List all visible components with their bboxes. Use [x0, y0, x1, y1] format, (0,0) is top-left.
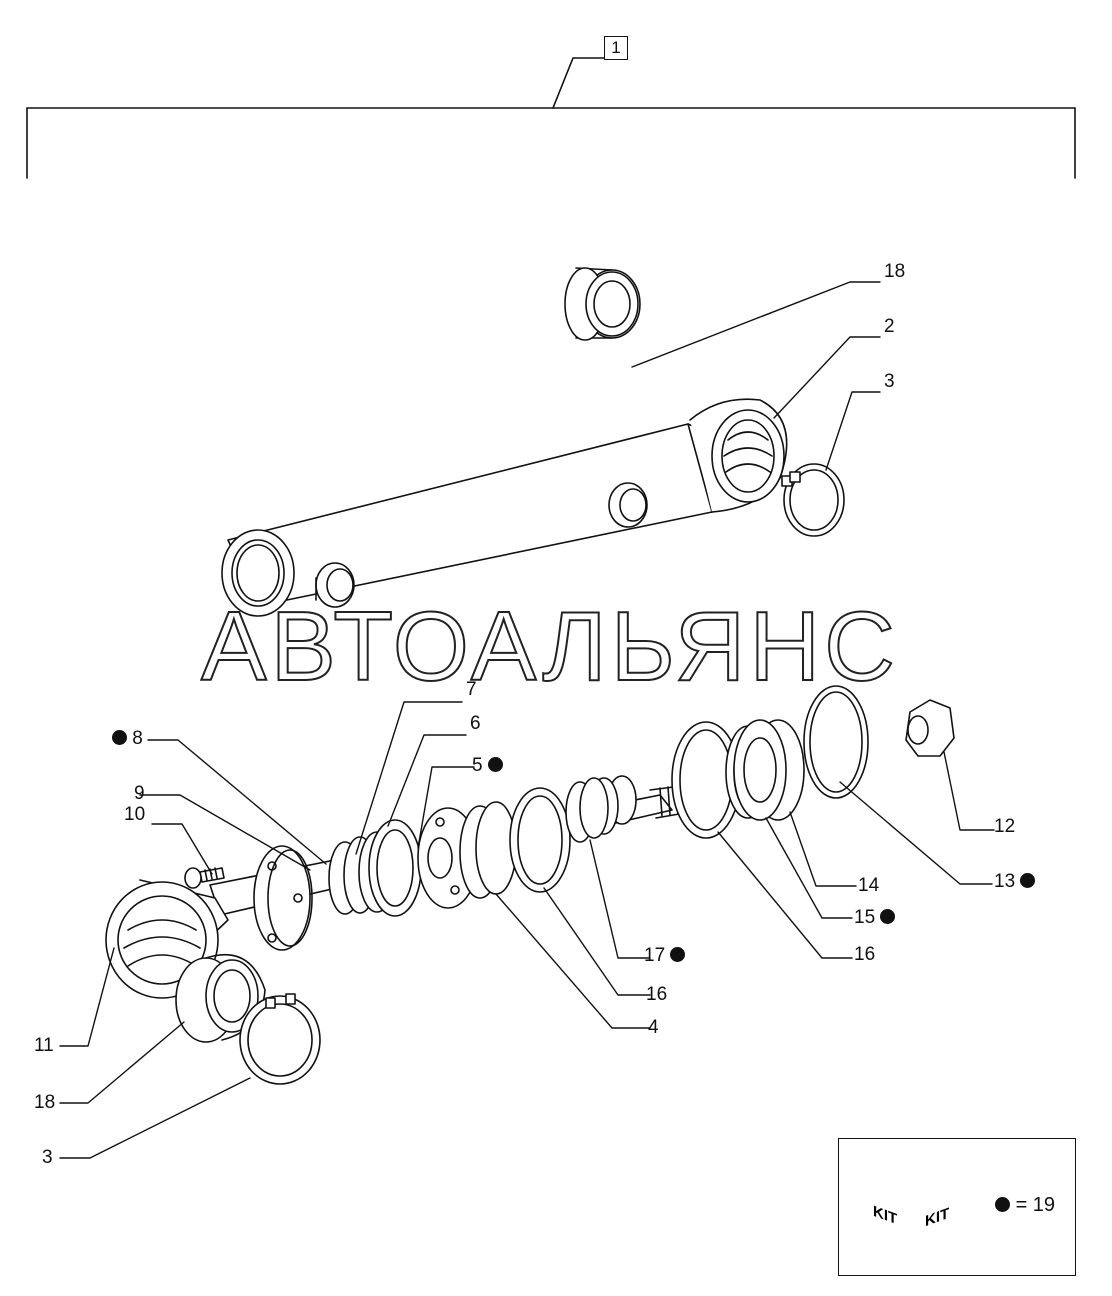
callout-17-text: 17: [644, 945, 666, 966]
kit-dot-icon: [1020, 873, 1036, 888]
callout-13: 13: [994, 871, 1036, 892]
kit-dot-icon: [487, 757, 503, 772]
kit-equals: = 19: [995, 1194, 1055, 1217]
assembly-bracket: [26, 57, 1076, 179]
callout-11: 11: [34, 1035, 54, 1056]
kit-face-right: KIT: [925, 1204, 950, 1231]
callout-5-text: 5: [472, 755, 483, 776]
kit-dot-icon: [995, 1197, 1010, 1212]
ring-17: [565, 777, 609, 843]
nut-12: [905, 699, 955, 757]
callout-13-text: 13: [994, 871, 1016, 892]
callout-18-top: 18: [884, 261, 906, 282]
cylinder-barrel-2: [221, 398, 788, 617]
callout-15: 15: [854, 907, 896, 928]
gland-seals: [328, 819, 422, 917]
kit-dot-icon: [880, 909, 896, 924]
callout-7: 7: [466, 679, 477, 700]
kit-dot-icon: [670, 947, 686, 962]
callout-6: 6: [470, 713, 481, 734]
watermark-text: АВТОАЛЬЯНС: [200, 590, 899, 702]
piston-14: [733, 719, 805, 821]
callout-12: 12: [994, 816, 1016, 837]
callout-18-bottom: 18: [34, 1092, 56, 1113]
callout-3-top: 3: [884, 371, 895, 392]
callout-2: 2: [884, 316, 895, 337]
callout-10: 10: [124, 804, 146, 825]
kit-equals-text: = 19: [1015, 1194, 1056, 1216]
kit-face-left: KIT: [873, 1202, 898, 1229]
callout-16-right: 16: [854, 944, 876, 965]
callout-3-bottom: 3: [42, 1147, 53, 1168]
bushing-bottom-18: [175, 954, 266, 1043]
snap-ring-bottom-3: [239, 993, 321, 1085]
callout-4: 4: [648, 1017, 659, 1038]
callout-17: 17: [644, 945, 686, 966]
kit-dot-icon: [112, 730, 127, 745]
callout-16-mid: 16: [646, 984, 668, 1005]
flange-9: [253, 845, 313, 951]
piston-5: [417, 801, 517, 909]
snap-ring-top-3: [781, 463, 845, 537]
kit-legend: KIT KIT = 19: [838, 1138, 1076, 1276]
o-ring-13: [803, 685, 869, 799]
callout-9: 9: [134, 783, 145, 804]
callout-5: 5: [472, 756, 503, 775]
leader-lines: [59, 281, 995, 1159]
callout-8-text: 8: [132, 728, 143, 749]
seal-16-mid: [509, 787, 571, 893]
assembly-number-box: 1: [604, 36, 628, 60]
bushing-top-18: [564, 267, 641, 341]
callout-8: 8: [112, 729, 143, 748]
callout-15-text: 15: [854, 907, 876, 928]
callout-14: 14: [858, 875, 880, 896]
screw-10: [184, 867, 225, 889]
seal-16-right: [671, 721, 741, 839]
